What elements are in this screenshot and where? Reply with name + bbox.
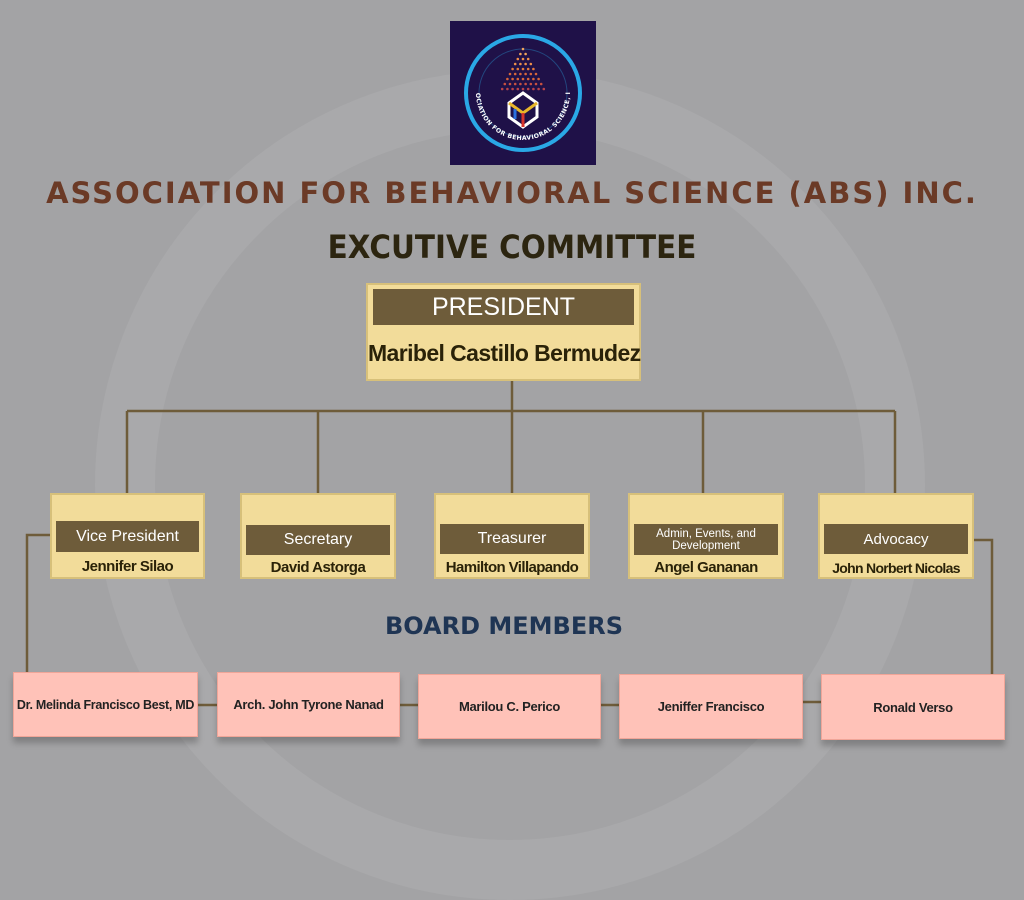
- board-members-heading: BOARD MEMBERS: [385, 612, 623, 640]
- officer-box-secretary: Secretary David Astorga: [240, 493, 396, 579]
- officer-box-advocacy: Advocacy John Norbert Nicolas: [818, 493, 974, 579]
- committee-title: EXCUTIVE COMMITTEE: [327, 228, 697, 266]
- logo-cube-mark: [507, 91, 539, 129]
- officer-role-label: Vice President: [56, 521, 199, 552]
- officer-box-treasurer: Treasurer Hamilton Villapando: [434, 493, 590, 579]
- logo-dot-pyramid: [500, 47, 546, 91]
- president-name: Maribel Castillo Bermudez: [368, 340, 641, 366]
- officer-role-label: Advocacy: [824, 524, 968, 554]
- officer-name: Angel Gananan: [654, 559, 758, 576]
- president-box: PRESIDENT Maribel Castillo Bermudez: [366, 283, 641, 381]
- officer-box-admin-events-development: Admin, Events, and Development Angel Gan…: [628, 493, 784, 579]
- connector-right-board: [973, 538, 994, 674]
- officer-box-vice-president: Vice President Jennifer Silao: [50, 493, 205, 579]
- connector-left-board: [25, 533, 50, 672]
- officer-name: Hamilton Villapando: [445, 559, 579, 576]
- officer-role-label: Admin, Events, and Development: [634, 524, 778, 555]
- logo-emblem: ASSOCIATION FOR BEHAVIORAL SCIENCE, INC.: [447, 16, 582, 152]
- president-role-label: PRESIDENT: [373, 289, 634, 325]
- board-member-box: Dr. Melinda Francisco Best, MD: [13, 672, 198, 737]
- board-member-box: Ronald Verso: [821, 674, 1005, 740]
- officer-role-label: Treasurer: [440, 524, 584, 554]
- abs-logo: ASSOCIATION FOR BEHAVIORAL SCIENCE, INC.: [447, 16, 596, 165]
- officer-role-label: Secretary: [246, 525, 390, 555]
- officer-name: David Astorga: [270, 559, 366, 576]
- organization-title: ASSOCIATION FOR BEHAVIORAL SCIENCE (ABS)…: [46, 176, 978, 210]
- board-member-box: Jeniffer Francisco: [619, 674, 803, 739]
- officer-name: John Norbert Nicolas: [832, 560, 960, 576]
- org-chart-connectors: [25, 380, 994, 707]
- board-member-box: Arch. John Tyrone Nanad: [217, 672, 400, 737]
- board-member-box: Marilou C. Perico: [418, 674, 601, 739]
- officer-name: Jennifer Silao: [81, 558, 174, 575]
